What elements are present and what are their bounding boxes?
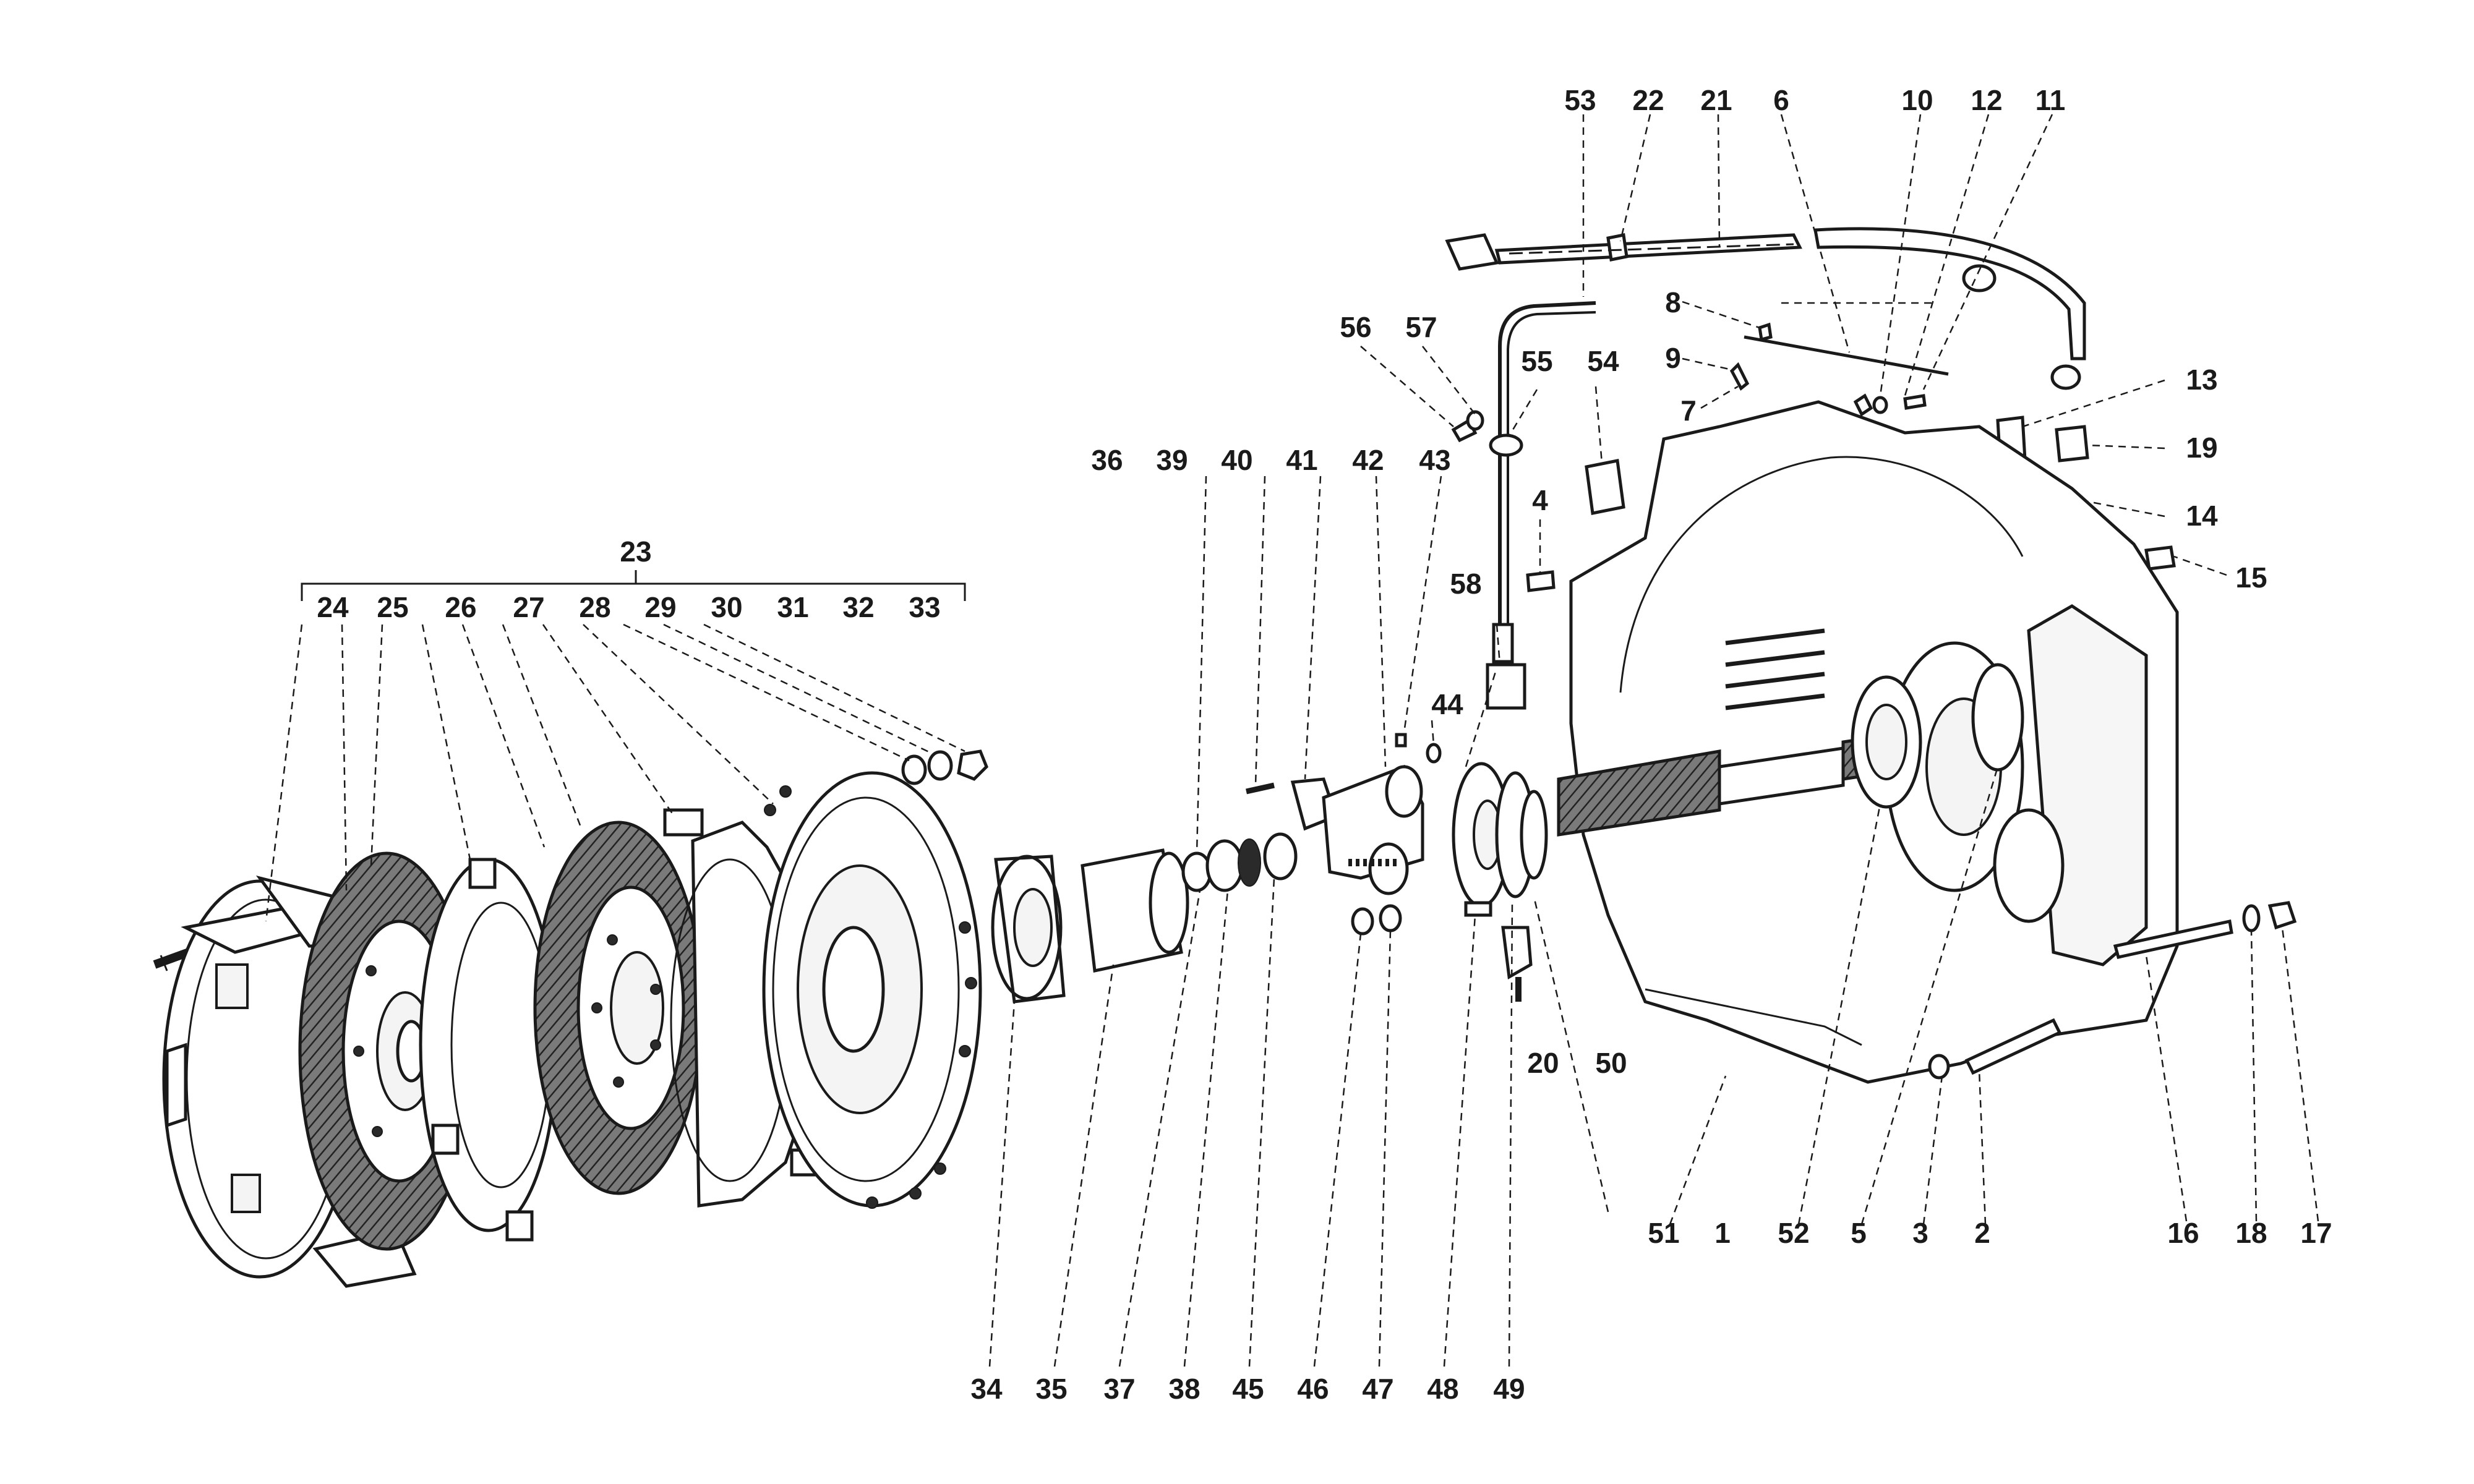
label-12: 12 bbox=[1971, 84, 2002, 116]
label-9: 9 bbox=[1665, 342, 1681, 374]
label-22: 22 bbox=[1632, 84, 1664, 116]
label-52: 52 bbox=[1778, 1217, 1809, 1249]
label-3: 3 bbox=[1912, 1217, 1928, 1249]
bracket-39-41 bbox=[1246, 777, 1338, 831]
label-17: 17 bbox=[2300, 1217, 2332, 1249]
label-6: 6 bbox=[1773, 84, 1789, 116]
label-23: 23 bbox=[620, 535, 651, 568]
label-19: 19 bbox=[2186, 432, 2217, 464]
label-43: 43 bbox=[1419, 444, 1450, 476]
label-21: 21 bbox=[1700, 84, 1732, 116]
label-13: 13 bbox=[2186, 364, 2217, 396]
label-57: 57 bbox=[1405, 311, 1437, 343]
guide-sleeve-35 bbox=[1081, 848, 1189, 973]
label-48: 48 bbox=[1427, 1373, 1458, 1405]
label-8: 8 bbox=[1665, 286, 1681, 318]
small-parts-6-12 bbox=[1729, 302, 1949, 417]
release-bearing-48-50 bbox=[1452, 762, 1548, 917]
label-14: 14 bbox=[2186, 500, 2218, 532]
label-33: 33 bbox=[909, 591, 940, 623]
flywheel-30 bbox=[762, 771, 982, 1209]
label-20: 20 bbox=[1527, 1047, 1559, 1079]
label-35: 35 bbox=[1035, 1373, 1067, 1405]
label-51: 51 bbox=[1648, 1217, 1679, 1249]
label-55: 55 bbox=[1521, 345, 1552, 377]
label-40: 40 bbox=[1221, 444, 1252, 476]
label-37: 37 bbox=[1103, 1373, 1135, 1405]
pipe-union-58 bbox=[1486, 623, 1526, 710]
label-44: 44 bbox=[1431, 688, 1463, 720]
group-23-bracket bbox=[301, 570, 966, 601]
label-30: 30 bbox=[711, 591, 742, 623]
label-42: 42 bbox=[1352, 444, 1384, 476]
label-10: 10 bbox=[1901, 84, 1933, 116]
label-18: 18 bbox=[2235, 1217, 2267, 1249]
label-45: 45 bbox=[1232, 1373, 1264, 1405]
dowel-4 bbox=[1526, 570, 1556, 592]
label-46: 46 bbox=[1297, 1373, 1329, 1405]
label-38: 38 bbox=[1168, 1373, 1200, 1405]
stud-16-18 bbox=[2113, 901, 2297, 959]
label-50: 50 bbox=[1595, 1047, 1627, 1079]
part-illustrations bbox=[153, 227, 2297, 1288]
label-26: 26 bbox=[445, 591, 476, 623]
label-54: 54 bbox=[1587, 345, 1619, 377]
ball-bearing-52 bbox=[1851, 675, 1922, 809]
label-1: 1 bbox=[1714, 1217, 1731, 1249]
intermediate-plate-27 bbox=[419, 858, 559, 1242]
plug-15 bbox=[2144, 545, 2176, 571]
nuts-46-47 bbox=[1351, 904, 1402, 936]
label-15: 15 bbox=[2235, 561, 2267, 594]
bolt-2-3 bbox=[1928, 1018, 2062, 1080]
label-11: 11 bbox=[2035, 84, 2066, 116]
label-2: 2 bbox=[1974, 1217, 1990, 1249]
label-27: 27 bbox=[513, 591, 544, 623]
label-41: 41 bbox=[1286, 444, 1317, 476]
small-parts-43-44 bbox=[1395, 733, 1442, 764]
label-28: 28 bbox=[579, 591, 610, 623]
label-53: 53 bbox=[1564, 84, 1596, 116]
bearing-rings-36-38 bbox=[1181, 832, 1298, 892]
label-36: 36 bbox=[1091, 444, 1123, 476]
label-39: 39 bbox=[1156, 444, 1188, 476]
label-58: 58 bbox=[1450, 568, 1481, 600]
label-31: 31 bbox=[777, 591, 808, 623]
label-5: 5 bbox=[1851, 1217, 1867, 1249]
label-49: 49 bbox=[1493, 1373, 1525, 1405]
slave-cylinder-42 bbox=[1322, 764, 1424, 895]
leader-lines bbox=[265, 114, 2319, 1367]
label-29: 29 bbox=[644, 591, 676, 623]
label-7: 7 bbox=[1680, 394, 1697, 427]
bearing-collar-34 bbox=[991, 855, 1066, 1004]
seal-5 bbox=[1971, 663, 2024, 772]
nut-washer-group-31-33 bbox=[901, 749, 988, 785]
label-34: 34 bbox=[970, 1373, 1003, 1405]
label-24: 24 bbox=[317, 591, 349, 623]
label-56: 56 bbox=[1340, 311, 1371, 343]
flexible-hose-21-22 bbox=[1445, 227, 2086, 390]
label-47: 47 bbox=[1362, 1373, 1393, 1405]
bleed-screw-20 bbox=[1501, 926, 1533, 1002]
driven-disc-28 bbox=[533, 821, 704, 1195]
callout-labels: 23 24 25 26 27 28 29 30 31 32 33 36 39 4… bbox=[317, 84, 2332, 1405]
clip-55-56-57 bbox=[1451, 410, 1523, 457]
bracket-54 bbox=[1585, 459, 1625, 515]
rigid-pipe-53 bbox=[1498, 301, 1596, 625]
label-32: 32 bbox=[842, 591, 874, 623]
label-25: 25 bbox=[377, 591, 408, 623]
label-16: 16 bbox=[2167, 1217, 2199, 1249]
label-4: 4 bbox=[1532, 484, 1548, 516]
